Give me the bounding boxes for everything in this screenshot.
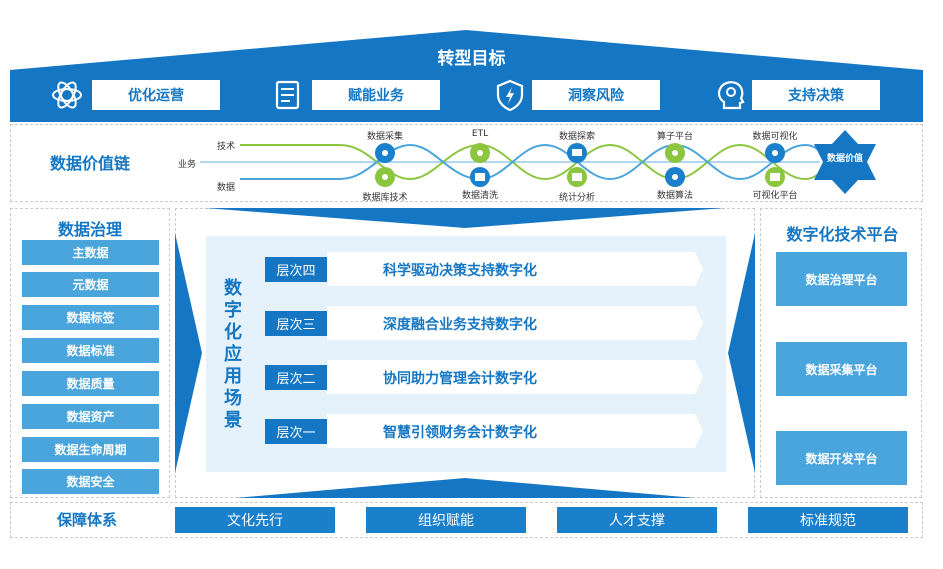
- node-icon-cleaning: [470, 167, 490, 187]
- node-bottom-4: 数据算法: [656, 191, 693, 201]
- governance-item: 元数据: [22, 272, 159, 297]
- platform-title: 数字化技术平台: [786, 225, 899, 244]
- node-top-1: 数据采集: [366, 132, 403, 142]
- governance-item: 数据资产: [22, 404, 159, 429]
- value-chain-title: 数据价值链: [49, 154, 130, 173]
- level-badge-4: 层次四: [265, 257, 327, 282]
- node-icon-stats: [567, 167, 587, 187]
- atom-gear-icon: [52, 81, 82, 109]
- governance-item: 数据安全: [22, 469, 159, 494]
- node-top-5: 数据可视化: [752, 132, 798, 142]
- line-label-tech: 技术: [217, 142, 236, 152]
- node-bottom-2: 数据清洗: [461, 191, 498, 201]
- node-bottom-5: 可视化平台: [752, 191, 798, 201]
- level-badge-2: 层次二: [265, 365, 327, 390]
- node-icon-collect: [375, 143, 395, 163]
- platform-frame: [760, 208, 922, 498]
- governance-item: 数据标准: [22, 338, 159, 363]
- level-arrow-bands: [327, 252, 703, 448]
- support-item: 文化先行: [175, 507, 335, 533]
- node-icon-operator: [665, 143, 685, 163]
- node-icon-database: [375, 167, 395, 187]
- node-top-2: ETL: [471, 129, 489, 139]
- level-text-2: 协同助力管理会计数字化: [383, 371, 537, 387]
- goals-title: 转型目标: [437, 49, 506, 69]
- value-chain-graphic: [200, 130, 876, 194]
- goal-box-3: 洞察风险: [532, 80, 660, 110]
- level-text-3: 深度融合业务支持数字化: [383, 317, 537, 333]
- shield-lightning-icon: [496, 79, 524, 112]
- support-item: 标准规范: [748, 507, 908, 533]
- value-chain-frame: [10, 124, 923, 202]
- node-icon-visual: [765, 143, 785, 163]
- node-icon-vis-platform: [765, 167, 785, 187]
- governance-title: 数据治理: [57, 220, 122, 239]
- platform-item: 数据治理平台: [776, 252, 907, 306]
- scenario-arrows: [175, 208, 755, 498]
- data-value-label: 数据价值: [826, 154, 863, 164]
- node-icon-algorithm: [665, 167, 685, 187]
- support-frame: [10, 502, 923, 538]
- governance-item: 数据标签: [22, 305, 159, 330]
- line-label-business: 业务: [178, 160, 197, 170]
- platform-item: 数据开发平台: [776, 431, 907, 485]
- support-item: 组织赋能: [366, 507, 526, 533]
- platform-item: 数据采集平台: [776, 342, 907, 396]
- node-icon-explore: [567, 143, 587, 163]
- governance-item: 数据质量: [22, 371, 159, 396]
- node-bottom-3: 统计分析: [558, 193, 595, 203]
- support-item: 人才支撑: [557, 507, 717, 533]
- governance-item: 主数据: [22, 240, 159, 265]
- scenario-title: 数字化应用场景: [224, 278, 242, 431]
- level-text-4: 科学驱动决策支持数字化: [383, 263, 537, 279]
- level-badge-1: 层次一: [265, 419, 327, 444]
- head-idea-icon: [717, 81, 745, 110]
- node-top-4: 算子平台: [656, 132, 693, 142]
- document-icon: [275, 80, 300, 110]
- node-top-3: 数据探索: [558, 132, 595, 142]
- level-text-1: 智慧引领财务会计数字化: [383, 425, 537, 441]
- support-title: 保障体系: [56, 511, 117, 529]
- node-bottom-1: 数据库技术: [362, 193, 408, 203]
- node-icon-etl: [470, 143, 490, 163]
- goal-box-2: 赋能业务: [312, 80, 440, 110]
- level-badge-3: 层次三: [265, 311, 327, 336]
- governance-item: 数据生命周期: [22, 437, 159, 462]
- goal-box-4: 支持决策: [752, 80, 880, 110]
- line-label-data: 数据: [217, 183, 236, 193]
- goal-box-1: 优化运营: [92, 80, 220, 110]
- roof-banner: [10, 30, 923, 122]
- governance-frame: [10, 208, 170, 498]
- data-value-star: [814, 130, 876, 194]
